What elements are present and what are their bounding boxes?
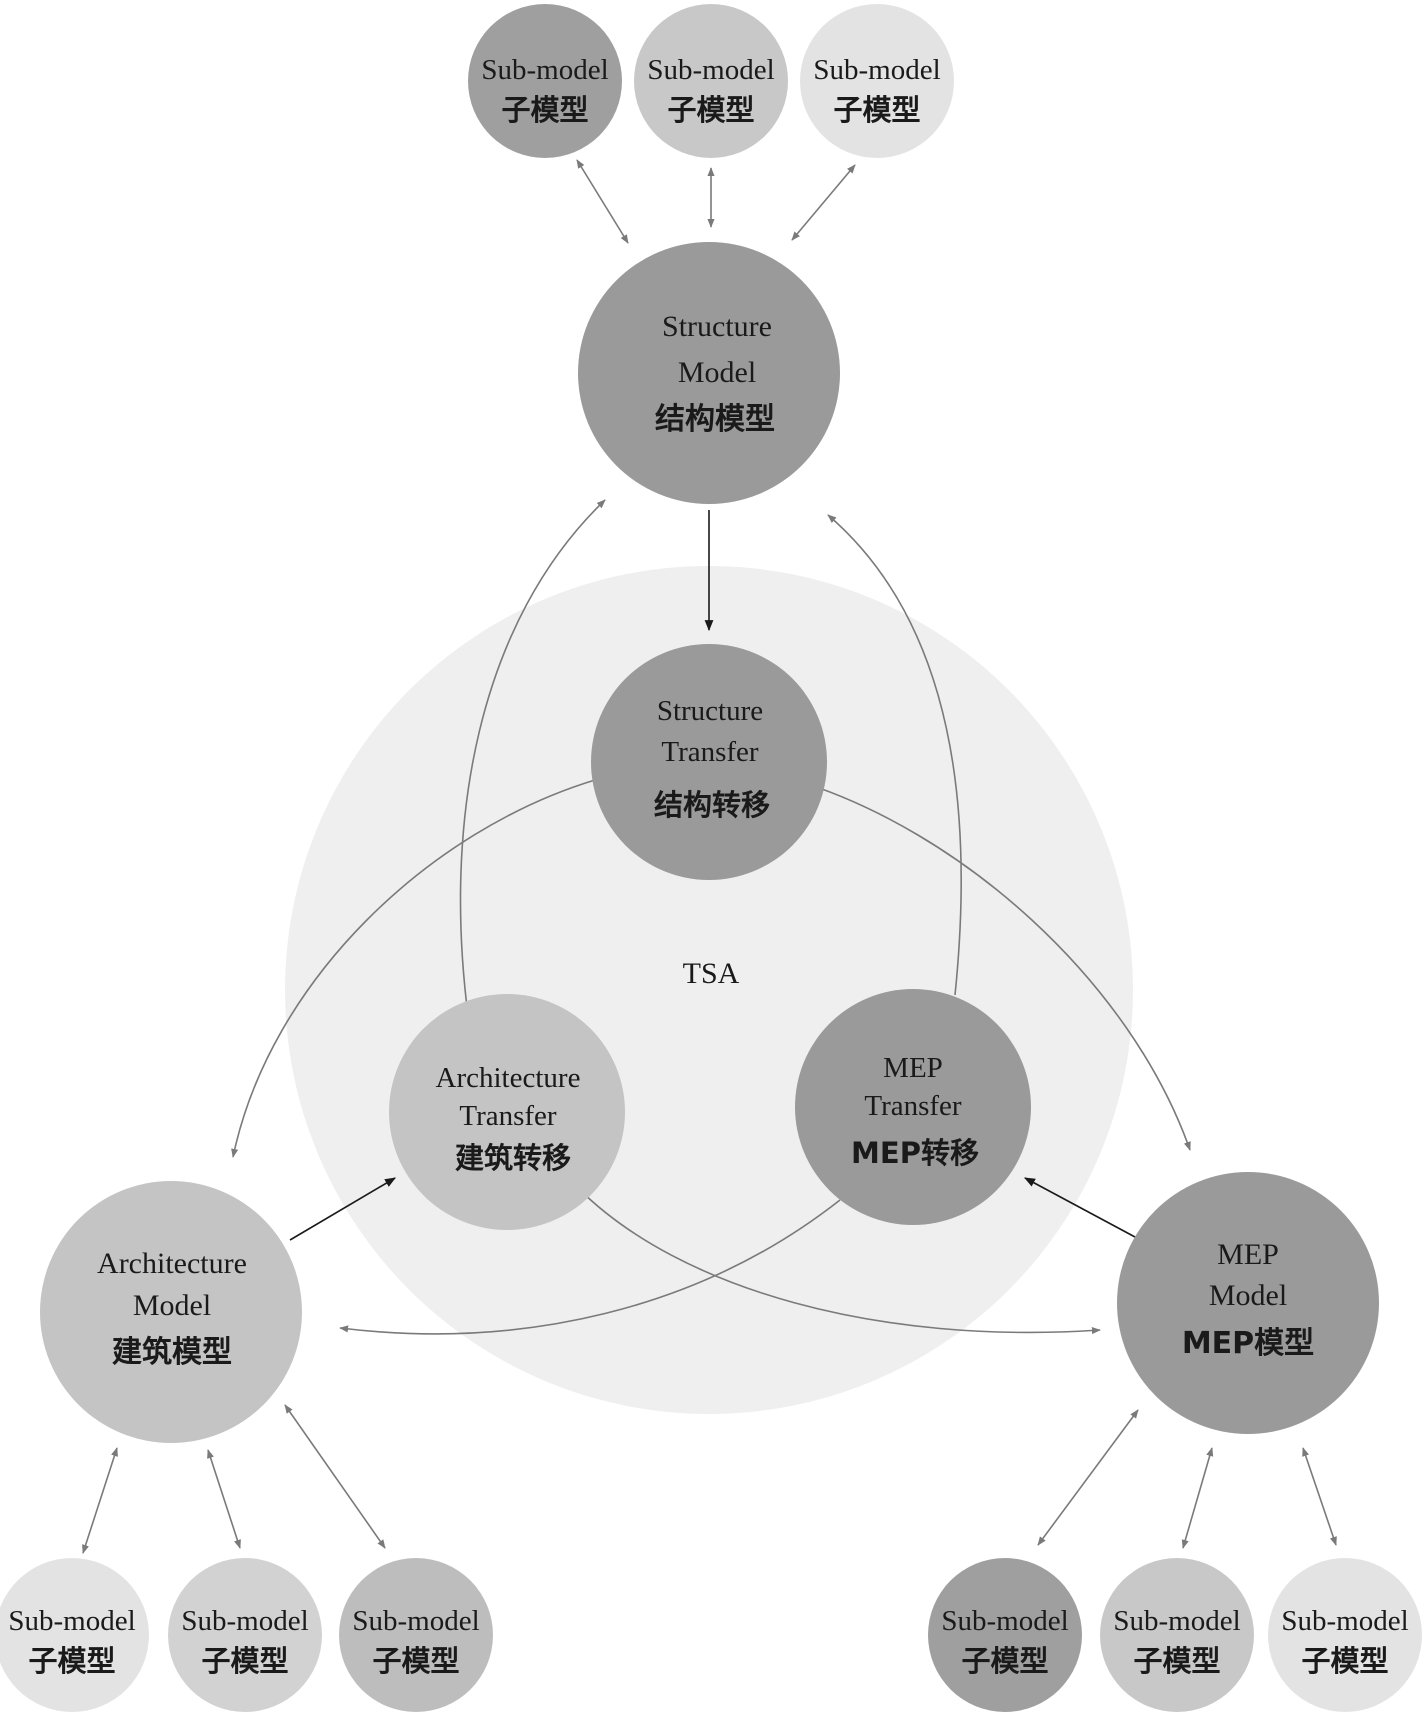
- submodel-cn: 子模型: [833, 93, 920, 127]
- submodel-cn: 子模型: [28, 1644, 115, 1678]
- arrow-mep-transfer-to-structure-model: [827, 514, 962, 996]
- submodel-circle: [0, 1558, 149, 1712]
- arrow-structure-transfer-to-arch-model: [231, 779, 596, 1158]
- submodel-cn: 子模型: [961, 1644, 1048, 1678]
- arrow-submodel-mep-2: [1181, 1447, 1214, 1549]
- structure-transfer-line2: Transfer: [661, 736, 759, 768]
- submodel-arch-2[interactable]: Sub-model 子模型: [168, 1558, 322, 1712]
- arrow-mep-model-to-transfer: [1024, 1177, 1136, 1238]
- mep-transfer-cn: MEP转移: [851, 1136, 979, 1170]
- submodel-top-2[interactable]: Sub-model 子模型: [634, 4, 788, 158]
- arrow-arch-transfer-to-mep-model: [577, 1187, 1101, 1335]
- architecture-transfer-line2: Transfer: [459, 1100, 557, 1132]
- submodel-top-1[interactable]: Sub-model 子模型: [468, 4, 622, 158]
- arrow-submodel-mep-1: [1037, 1409, 1139, 1546]
- tsa-label: TSA: [683, 957, 740, 990]
- submodel-circle: [339, 1558, 493, 1712]
- mep-transfer-line2: Transfer: [864, 1090, 962, 1122]
- submodel-top-3[interactable]: Sub-model 子模型: [800, 4, 954, 158]
- submodel-en: Sub-model: [8, 1605, 135, 1637]
- submodel-mep-3[interactable]: Sub-model 子模型: [1268, 1558, 1422, 1712]
- submodel-circle: [800, 4, 954, 158]
- submodel-en: Sub-model: [181, 1605, 308, 1637]
- architecture-model-node[interactable]: Architecture Model 建筑模型: [40, 1181, 302, 1443]
- structure-transfer-cn: 结构转移: [654, 788, 770, 822]
- submodel-en: Sub-model: [352, 1605, 479, 1637]
- submodel-en: Sub-model: [813, 54, 940, 86]
- structure-model-cn: 结构模型: [655, 402, 775, 437]
- submodel-en: Sub-model: [481, 54, 608, 86]
- structure-model-circle: [578, 242, 840, 504]
- submodel-circle: [168, 1558, 322, 1712]
- arrow-arch-model-to-transfer: [289, 1177, 396, 1241]
- submodel-cn: 子模型: [1133, 1644, 1220, 1678]
- architecture-transfer-node[interactable]: Architecture Transfer 建筑转移: [389, 994, 625, 1230]
- arrow-submodel-arch-2: [207, 1449, 241, 1549]
- structure-model-node[interactable]: Structure Model 结构模型: [578, 242, 840, 504]
- submodel-cn: 子模型: [501, 93, 588, 127]
- submodel-en: Sub-model: [1113, 1605, 1240, 1637]
- submodel-mep-1[interactable]: Sub-model 子模型: [928, 1558, 1082, 1712]
- architecture-model-circle: [40, 1181, 302, 1443]
- mep-model-node[interactable]: MEP Model MEP模型: [1117, 1172, 1379, 1434]
- structure-transfer-node[interactable]: Structure Transfer 结构转移: [591, 644, 827, 880]
- arrow-arch-transfer-to-structure-model: [459, 499, 606, 1031]
- submodel-arch-3[interactable]: Sub-model 子模型: [339, 1558, 493, 1712]
- mep-model-circle: [1117, 1172, 1379, 1434]
- architecture-model-cn: 建筑模型: [112, 1335, 232, 1370]
- mep-model-line1: MEP: [1217, 1238, 1279, 1271]
- submodel-cn: 子模型: [372, 1644, 459, 1678]
- submodel-mep-2[interactable]: Sub-model 子模型: [1100, 1558, 1254, 1712]
- mep-model-cn: MEP模型: [1182, 1326, 1314, 1361]
- architecture-transfer-cn: 建筑转移: [455, 1141, 571, 1175]
- arrow-submodel-mep-3: [1302, 1447, 1337, 1546]
- arrow-submodel-top-1: [576, 159, 629, 244]
- mep-transfer-node[interactable]: MEP Transfer MEP转移: [795, 989, 1031, 1225]
- architecture-model-line1: Architecture: [97, 1247, 247, 1280]
- architecture-transfer-line1: Architecture: [436, 1062, 581, 1094]
- mep-model-line2: Model: [1209, 1279, 1287, 1312]
- submodel-cn: 子模型: [201, 1644, 288, 1678]
- arrow-submodel-arch-3: [284, 1404, 386, 1549]
- submodel-circle: [1268, 1558, 1422, 1712]
- mep-transfer-circle: [795, 989, 1031, 1225]
- submodel-en: Sub-model: [1281, 1605, 1408, 1637]
- architecture-model-line2: Model: [133, 1289, 211, 1322]
- structure-transfer-line1: Structure: [657, 695, 763, 727]
- submodel-circle: [928, 1558, 1082, 1712]
- submodel-cn: 子模型: [667, 93, 754, 127]
- submodel-en: Sub-model: [941, 1605, 1068, 1637]
- submodel-circle: [1100, 1558, 1254, 1712]
- submodel-arch-1[interactable]: Sub-model 子模型: [0, 1558, 149, 1712]
- arrow-mep-transfer-to-arch-model: [339, 1199, 841, 1335]
- structure-model-line2: Model: [678, 356, 756, 389]
- submodel-circle: [468, 4, 622, 158]
- mep-transfer-line1: MEP: [883, 1052, 943, 1084]
- arrow-structure-transfer-to-mep-model: [794, 779, 1191, 1151]
- architecture-transfer-circle: [389, 994, 625, 1230]
- submodel-en: Sub-model: [647, 54, 774, 86]
- structure-model-line1: Structure: [662, 310, 772, 343]
- structure-transfer-circle: [591, 644, 827, 880]
- submodel-cn: 子模型: [1301, 1644, 1388, 1678]
- submodel-circle: [634, 4, 788, 158]
- arrow-submodel-top-3: [791, 164, 856, 241]
- arrow-submodel-arch-1: [82, 1447, 118, 1554]
